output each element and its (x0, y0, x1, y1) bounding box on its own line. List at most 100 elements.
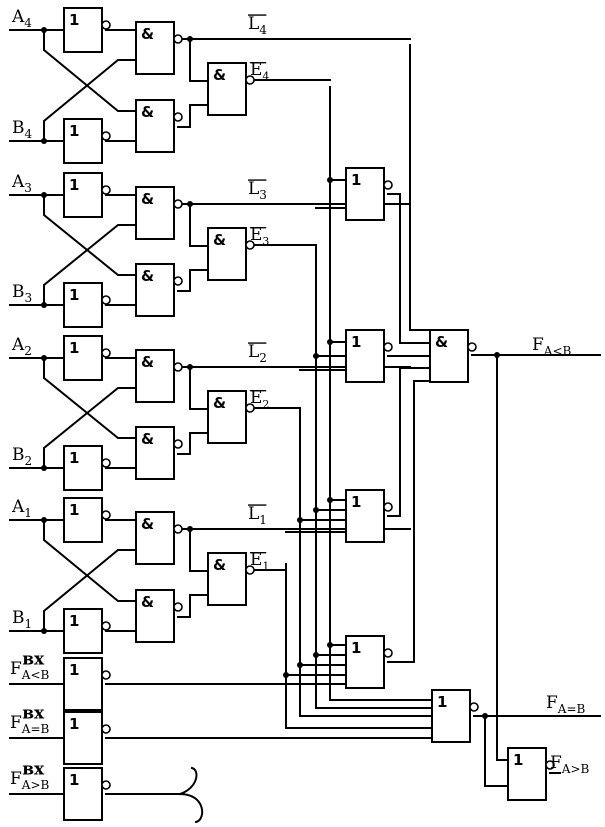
not-gate-B4-symbol: 1 (69, 122, 79, 140)
cross-wire-A4 (43, 29, 137, 112)
not-gate-F-greater-in-body (63, 767, 103, 821)
and-gate-upper-3-symbol: & (141, 190, 154, 208)
not-gate-B2-symbol: 1 (69, 449, 79, 467)
cross-wire-A3 (43, 194, 137, 276)
junction-dot (327, 339, 333, 345)
and-gate-lower-3-symbol: & (141, 267, 154, 285)
and-gate-upper-4: & (135, 21, 183, 75)
or-gate-4-symbol: 1 (351, 639, 361, 657)
wire-unconnected-end (178, 766, 204, 824)
and-gate-equal-1: & (207, 552, 255, 606)
wire-lower-and-1 (177, 594, 209, 618)
not-gate-A3: 1 (63, 172, 111, 218)
junction-dots (41, 27, 500, 719)
not-gate-B3-inverter-bubble (101, 295, 111, 305)
and-gate-equal-4-inverter-bubble (245, 75, 255, 85)
not-gate-A1: 1 (63, 497, 111, 543)
not-gate-A1-symbol: 1 (69, 501, 79, 519)
not-gate-A1-body (63, 497, 103, 543)
label-A4: A4 (11, 7, 32, 30)
or-gate-3-symbol: 1 (351, 493, 361, 511)
junction-dot (187, 201, 193, 207)
wire-lower-and-3 (177, 269, 209, 292)
and-gate-lower-1-body (135, 589, 175, 643)
or-gate-4: 1 (345, 635, 393, 689)
wire-equal-to-greater (484, 715, 509, 787)
not-gate-A1-inverter-bubble (101, 510, 111, 520)
label-E2: E2 (250, 388, 269, 411)
not-gate-B3-symbol: 1 (69, 286, 79, 304)
not-gate-F-equal-in-inverter-bubble (101, 724, 111, 734)
and-gate-less-body (429, 329, 469, 383)
wire-or3-out (387, 367, 431, 517)
not-gate-F-less-in-symbol: 1 (69, 661, 79, 679)
not-gate-F-greater-in: 1 (63, 767, 111, 821)
not-gate-B1-body (63, 608, 103, 654)
and-gate-equal-4-body (207, 62, 247, 116)
not-gate-B1-symbol: 1 (69, 612, 79, 630)
not-gate-A2-body (63, 335, 103, 381)
or-gate-3-inverter-bubble (383, 502, 393, 512)
wire-E3-to-eq (315, 687, 433, 709)
label-L1: L1 (248, 504, 267, 527)
cross-wire-B2 (43, 387, 137, 469)
wire-E4-to-eq (329, 679, 433, 701)
label-B1: B1 (12, 608, 32, 631)
or-gate-greater-inverter-bubble (545, 760, 555, 770)
and-gate-upper-2-symbol: & (141, 353, 154, 371)
junction-dot (187, 364, 193, 370)
and-gate-upper-3: & (135, 186, 183, 240)
wire-to-e-gate-3 (189, 203, 209, 247)
cross-wire-A2 (43, 357, 137, 439)
and-gate-lower-4-body (135, 99, 175, 153)
label-F-greater: FA>B (550, 753, 590, 776)
wire-to-e-gate-2 (189, 366, 209, 410)
and-gate-less-inverter-bubble (467, 342, 477, 352)
or-gate-4-body (345, 635, 385, 689)
not-gate-F-equal-in-body (63, 711, 103, 765)
label-F-less-in-superscript: вх (22, 650, 45, 670)
label-F-less-in: FA<B (10, 659, 50, 682)
junction-dot (327, 177, 333, 183)
junction-dot (283, 672, 289, 678)
and-gate-lower-1-inverter-bubble (173, 602, 183, 612)
and-gate-lower-2-body (135, 426, 175, 480)
and-gate-equal-1-inverter-bubble (245, 565, 255, 575)
junction-dot (494, 352, 500, 358)
wire-to-e-gate-1 (189, 528, 209, 572)
and-gate-equal-4: & (207, 62, 255, 116)
not-gate-F-greater-in-symbol: 1 (69, 771, 79, 789)
not-gate-B3-body (63, 282, 103, 328)
not-gate-F-less-in: 1 (63, 657, 111, 711)
and-gate-lower-1: & (135, 589, 183, 643)
junction-dot (313, 652, 319, 658)
not-gate-A3-body (63, 172, 103, 218)
or-gate-1-symbol: 1 (351, 171, 361, 189)
or-gate-equal: 1 (431, 689, 479, 743)
junction-dot (41, 628, 47, 634)
and-gate-upper-2-body (135, 349, 175, 403)
not-gate-B4: 1 (63, 118, 111, 164)
wire-lower-and-4 (177, 104, 209, 128)
and-gate-upper-2-inverter-bubble (173, 362, 183, 372)
and-gate-upper-1-body (135, 511, 175, 565)
not-gate-B4-inverter-bubble (101, 131, 111, 141)
junction-dot (482, 713, 488, 719)
label-A2: A2 (11, 335, 32, 358)
and-gate-upper-4-inverter-bubble (173, 34, 183, 44)
wire-to-e-gate-4 (189, 38, 209, 82)
and-gate-equal-2-body (207, 390, 247, 444)
junction-dot (41, 27, 47, 33)
not-gate-B3: 1 (63, 282, 111, 328)
and-gate-upper-4-symbol: & (141, 25, 154, 43)
and-gate-upper-2: & (135, 349, 183, 403)
or-gate-3-body (345, 489, 385, 543)
and-gate-lower-4-symbol: & (141, 103, 154, 121)
junction-dot (41, 302, 47, 308)
not-gate-B1: 1 (63, 608, 111, 654)
and-gate-upper-4-body (135, 21, 175, 75)
and-gate-lower-2-inverter-bubble (173, 439, 183, 449)
and-gate-upper-1: & (135, 511, 183, 565)
junction-dot (187, 36, 193, 42)
